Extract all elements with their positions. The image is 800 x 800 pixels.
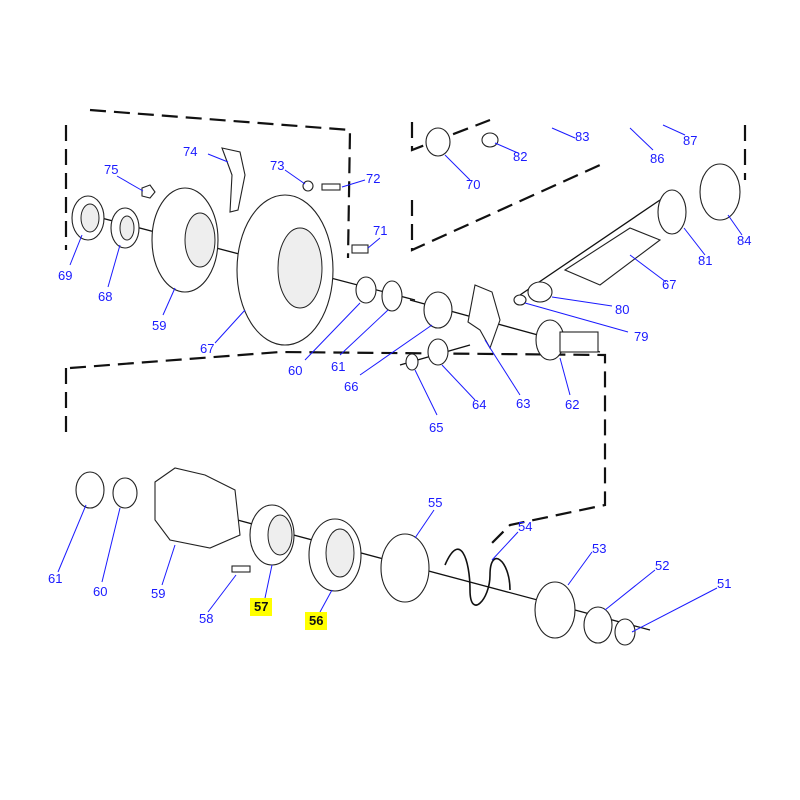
callout-84: 84 xyxy=(737,233,752,248)
callout-57-highlighted: 57 xyxy=(250,598,273,616)
callout-83: 83 xyxy=(575,129,590,144)
callout-64: 64 xyxy=(472,397,487,412)
dashed-boundaries xyxy=(64,108,747,546)
callout-52: 52 xyxy=(655,558,670,573)
callout-66: 66 xyxy=(344,379,359,394)
callout-58: 58 xyxy=(199,611,214,626)
callout-82: 82 xyxy=(513,149,528,164)
callout-59-upper: 59 xyxy=(152,318,167,333)
callout-54: 54 xyxy=(518,519,533,534)
callout-79: 79 xyxy=(634,329,649,344)
callout-87: 87 xyxy=(683,133,698,148)
upper-assembly xyxy=(71,127,741,371)
callout-68: 68 xyxy=(98,289,113,304)
lower-assembly xyxy=(75,467,636,646)
callout-65: 65 xyxy=(429,420,444,435)
callout-70: 70 xyxy=(466,177,481,192)
callout-61-lower: 61 xyxy=(48,571,63,586)
callout-80: 80 xyxy=(615,302,630,317)
callout-81: 81 xyxy=(698,253,713,268)
callout-86: 86 xyxy=(650,151,665,166)
callout-59-lower: 59 xyxy=(151,586,166,601)
callout-62: 62 xyxy=(565,397,580,412)
callout-73: 73 xyxy=(270,158,285,173)
callout-69: 69 xyxy=(58,268,73,283)
callout-72: 72 xyxy=(366,171,381,186)
callout-74: 74 xyxy=(183,144,198,159)
leader-lines xyxy=(57,124,743,633)
callout-67-ring-gear: 67 xyxy=(200,341,215,356)
callout-60-upper: 60 xyxy=(288,363,303,378)
callout-55: 55 xyxy=(428,495,443,510)
callout-53: 53 xyxy=(592,541,607,556)
callout-63: 63 xyxy=(516,396,531,411)
callout-60-lower: 60 xyxy=(93,584,108,599)
callout-56-highlighted: 56 xyxy=(305,612,328,630)
callout-71: 71 xyxy=(373,223,388,238)
callout-61-upper: 61 xyxy=(331,359,346,374)
callout-51: 51 xyxy=(717,576,732,591)
callout-67-pinion: 67 xyxy=(662,277,677,292)
callout-75: 75 xyxy=(104,162,119,177)
